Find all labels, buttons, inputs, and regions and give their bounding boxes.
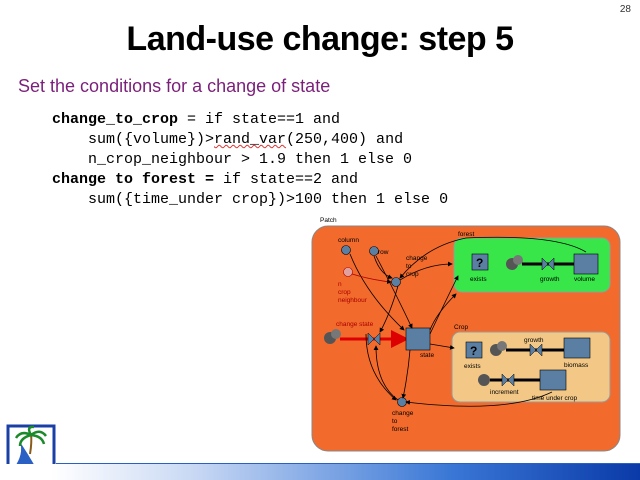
change-to-crop-icon [391, 277, 401, 287]
crop-time-under-crop-label: time under crop [532, 395, 578, 402]
crop-time-under-crop-stock [539, 369, 567, 391]
change-state-valve-icon [367, 332, 381, 346]
code-line-4-rest: if state==2 and [214, 171, 359, 188]
influence-links [349, 236, 587, 407]
change-to-forest-label-2: to [392, 418, 398, 425]
crop-growth-valve-icon [529, 343, 543, 357]
crop-increment-cloud-icon [478, 374, 490, 386]
page-number: 28 [619, 4, 631, 15]
column-label: column [338, 237, 359, 244]
row-label: row [378, 249, 389, 256]
crop-title: Crop [454, 324, 468, 331]
crop-growth-label: growth [524, 337, 544, 344]
change-state-label: change state [336, 321, 374, 328]
code-line-2-pre: sum({volume})> [52, 131, 215, 148]
crop-increment-valve-icon [501, 373, 515, 387]
change-state-cloud-icon-2 [331, 329, 341, 339]
forest-cloud-icon-2 [513, 255, 523, 265]
code-var-change-to-crop: change_to_crop [52, 111, 179, 128]
forest-growth-valve-icon [541, 257, 555, 271]
n-crop-neighbour-label-3: neighbour [338, 297, 368, 304]
change-to-crop-label-2: to [406, 263, 412, 270]
forest-volume-stock [573, 253, 599, 275]
state-stock [405, 327, 431, 351]
state-label: state [420, 352, 434, 359]
crop-biomass-label: biomass [564, 362, 589, 369]
footer-gradient-bar [0, 464, 640, 480]
code-line-1: change_to_crop = if state==1 and [52, 110, 340, 130]
code-line-2-post: (250,400) and [286, 131, 404, 148]
change-to-crop-label-1: change [406, 255, 428, 262]
forest-exists-label: exists [470, 276, 487, 283]
crop-biomass-stock [563, 337, 591, 359]
slide-subtitle: Set the conditions for a change of state [18, 76, 331, 96]
code-line-1-rest: = if state==1 and [178, 111, 341, 128]
change-to-forest-icon [397, 397, 407, 407]
forest-exists-icon [471, 253, 489, 271]
forest-question: ? [476, 256, 483, 270]
change-to-crop-label-3: crop [406, 271, 419, 278]
code-line-5: sum({time_under crop})>100 then 1 else 0 [52, 191, 449, 208]
change-to-forest-label-1: change [392, 410, 414, 417]
n-crop-neighbour-label-2: crop [338, 289, 351, 296]
crop-cloud-icon-2 [497, 341, 507, 351]
change-to-forest-label-3: forest [392, 426, 408, 433]
code-line-2: sum({volume})>rand_var(250,400) and [52, 130, 403, 150]
crop-increment-label: increment [490, 389, 519, 396]
column-variable-icon [341, 245, 351, 255]
code-line-3: n_crop_neighbour > 1.9 then 1 else 0 [52, 151, 413, 168]
forest-title: forest [458, 231, 474, 238]
crop-exists-icon [465, 341, 483, 359]
forest-volume-label: volume [574, 276, 595, 283]
row-variable-icon [369, 246, 379, 256]
code-line-4: change to forest = if state==2 and [52, 170, 358, 190]
patch-label: Patch [320, 217, 337, 224]
patch-diagram: Patch forest ? exists growth volume Crop… [311, 217, 621, 452]
forest-growth-label: growth [540, 276, 560, 283]
crop-question: ? [470, 344, 477, 358]
footer-line [56, 463, 640, 464]
code-line-2-wavy: rand_var [214, 131, 287, 148]
crop-exists-label: exists [464, 363, 481, 370]
slide-title: Land-use change: step 5 [126, 20, 514, 58]
n-crop-neighbour-label-1: n [338, 281, 342, 288]
n-crop-neighbour-icon [343, 267, 353, 277]
code-var-change-to-forest: change to forest = [52, 171, 215, 188]
